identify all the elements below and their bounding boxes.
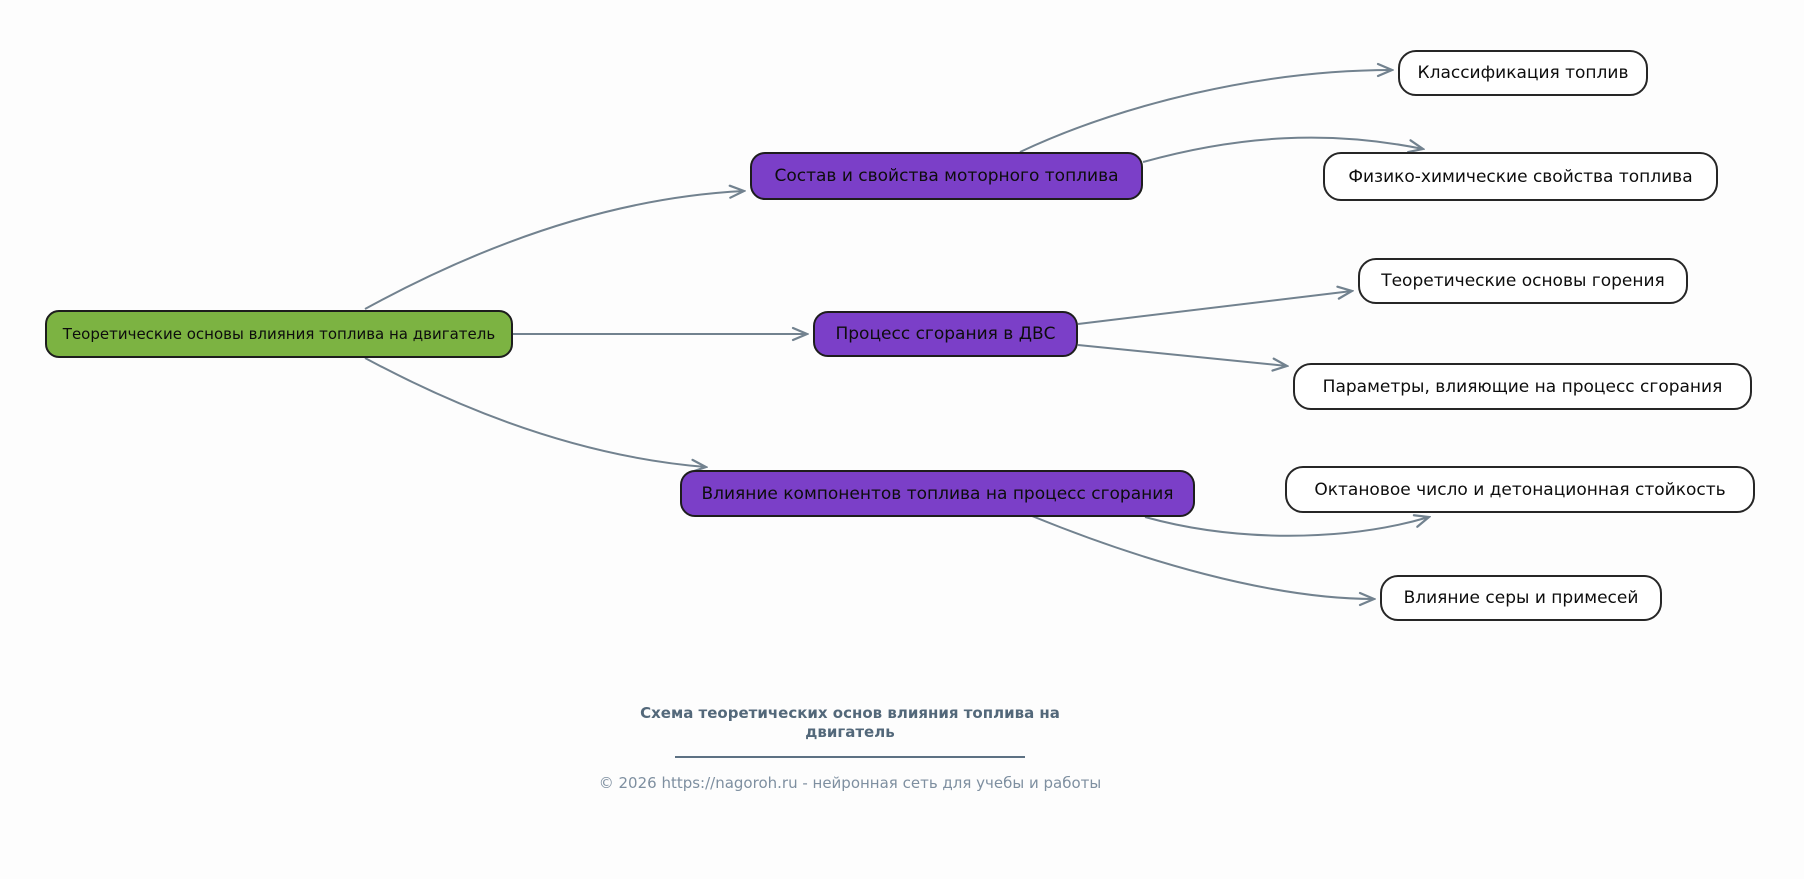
leaf-node-combustion-theory: Теоретические основы горения: [1358, 258, 1688, 304]
caption-title: Схема теоретических основ влияния топлив…: [550, 704, 1150, 742]
edge-composition-to-properties: [1142, 136, 1423, 163]
edge-components-to-sulfur: [1031, 515, 1374, 599]
leaf-node-fuel-classification: Классификация топлив: [1398, 50, 1648, 96]
caption-title-line1: Схема теоретических основ влияния топлив…: [640, 704, 1060, 722]
edge-components-to-octane: [1144, 517, 1429, 537]
edge-process-to-combustion-theory: [1077, 291, 1352, 325]
node-label: Физико-химические свойства топлива: [1348, 166, 1693, 187]
leaf-node-sulfur-impurities: Влияние серы и примесей: [1380, 575, 1662, 621]
branch-node-combustion-process: Процесс сгорания в ДВС: [813, 311, 1078, 357]
caption-footer: © 2026 https://nagoroh.ru - нейронная се…: [598, 774, 1102, 792]
node-label: Параметры, влияющие на процесс сгорания: [1322, 376, 1723, 397]
edge-root-to-fuel-composition: [364, 191, 744, 310]
branch-node-fuel-components-influence: Влияние компонентов топлива на процесс с…: [680, 470, 1195, 517]
caption-title-line2: двигатель: [805, 723, 895, 741]
edge-process-to-parameters: [1077, 344, 1287, 366]
edge-root-to-fuel-components: [364, 357, 706, 467]
root-node-fuel-influence: Теоретические основы влияния топлива на …: [45, 310, 513, 358]
leaf-node-combustion-parameters: Параметры, влияющие на процесс сгорания: [1293, 363, 1752, 410]
node-label: Влияние компонентов топлива на процесс с…: [701, 483, 1174, 504]
node-label: Процесс сгорания в ДВС: [835, 324, 1056, 344]
branch-node-fuel-composition: Состав и свойства моторного топлива: [750, 152, 1143, 200]
leaf-node-physico-chemical-properties: Физико-химические свойства топлива: [1323, 152, 1718, 201]
node-label: Влияние серы и примесей: [1403, 588, 1639, 608]
node-label: Теоретические основы горения: [1381, 271, 1665, 291]
node-label: Состав и свойства моторного топлива: [774, 166, 1119, 186]
node-label: Классификация топлив: [1417, 63, 1629, 83]
caption-divider: [675, 756, 1025, 758]
edge-composition-to-classification: [1019, 70, 1392, 153]
caption-block: Схема теоретических основ влияния топлив…: [550, 704, 1150, 792]
node-label: Октановое число и детонационная стойкост…: [1314, 479, 1726, 500]
leaf-node-octane-number: Октановое число и детонационная стойкост…: [1285, 466, 1755, 513]
node-label: Теоретические основы влияния топлива на …: [62, 325, 496, 343]
